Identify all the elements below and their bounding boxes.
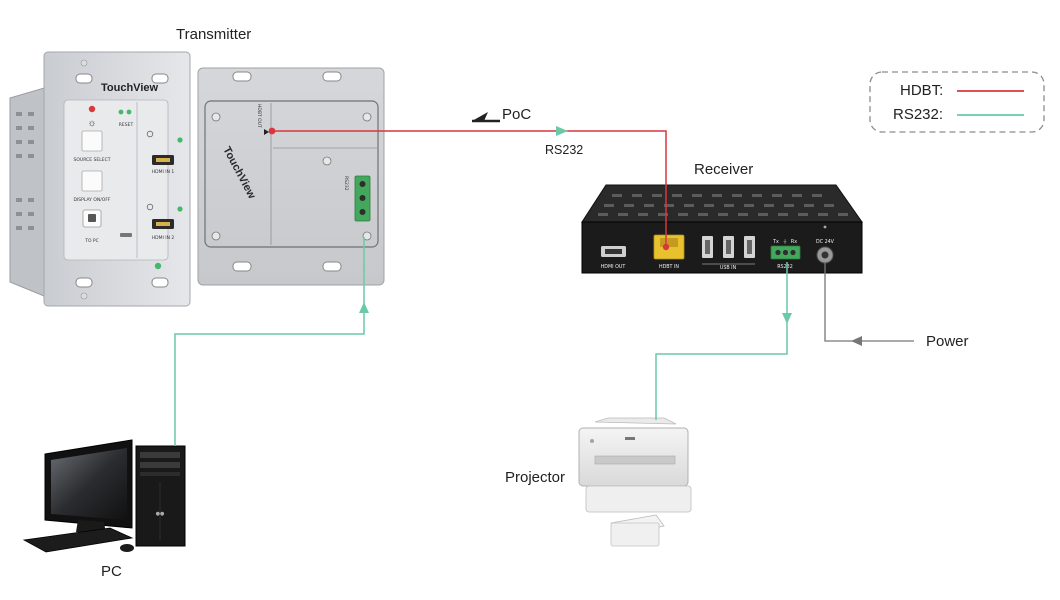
legend-hdbt-label: HDBT:	[900, 82, 944, 99]
pc-title: PC	[101, 563, 122, 580]
legend-rs232-label: RS232:	[893, 106, 944, 123]
source-select-button	[81, 130, 103, 152]
legend-box	[869, 71, 1045, 133]
hdbt-out-arrow	[264, 129, 269, 135]
transmitter-back-box: TouchView HDBT OUT RS232	[197, 67, 385, 286]
rx-hdbt-in-label: HDBT IN	[659, 264, 679, 270]
projector-title: Projector	[505, 469, 566, 486]
rx-ground-icon: ⏚	[783, 238, 788, 245]
transmitter-wallplate-side	[9, 87, 45, 297]
hdmi-in-1-label: HDMI IN 1	[152, 169, 175, 175]
rx-usb-in-label: USB IN	[720, 265, 737, 271]
projector-rs232-cable	[655, 262, 788, 420]
to-pc-label: TO PC	[84, 238, 99, 244]
hdmi-in-2-label: HDMI IN 2	[152, 235, 175, 241]
tx-rs232-label: RS232	[343, 176, 349, 191]
power-arrow	[851, 336, 862, 346]
rx-dc-label: DC 24V	[816, 239, 835, 245]
rx-rx-label: Rx	[791, 239, 797, 245]
transmitter-title: Transmitter	[176, 26, 252, 43]
pc-rs232-cable	[174, 237, 365, 446]
receiver-title: Receiver	[694, 161, 754, 178]
pc-keyboard	[22, 527, 134, 553]
poc-arrow-icon	[472, 112, 500, 123]
rx-tx-label: Tx	[772, 239, 779, 245]
display-onoff-label: DISPLAY ON/OFF	[73, 197, 110, 203]
reset-label: RESET	[119, 122, 134, 128]
source-select-label: SOURCE SELECT	[74, 157, 111, 163]
hdbt-cable	[272, 130, 667, 247]
pc-rs232-arrow	[359, 302, 369, 313]
sun-icon: ☼	[87, 118, 96, 129]
power-led	[88, 105, 96, 113]
transmitter-front-panel: TouchView ☼ SOURCE SELECT DISPLAY ON/OFF…	[43, 51, 191, 307]
svg-text:●●: ●●	[156, 511, 165, 517]
projector-device	[578, 417, 692, 547]
display-onoff-button	[81, 170, 103, 192]
pc-computer: ●●	[22, 439, 186, 553]
legend	[869, 71, 1045, 133]
hdbt-end-dot	[662, 243, 670, 251]
transmitter-device: TouchView ☼ SOURCE SELECT DISPLAY ON/OFF…	[9, 51, 385, 307]
pc-tower	[135, 445, 186, 547]
projector-rs232-arrow	[782, 313, 792, 324]
rs232-direction-arrow	[556, 126, 568, 136]
transmitter-brand-logo: TouchView	[101, 82, 158, 94]
hdbt-out-label: HDBT OUT	[256, 104, 262, 128]
power-cable	[824, 263, 914, 342]
rx-usb-in-ports	[702, 236, 755, 258]
hdbt-start-dot	[268, 127, 276, 135]
rx-hdmi-out-label: HDMI OUT	[601, 264, 626, 270]
pc-mouse	[120, 544, 134, 552]
poc-label: PoC	[502, 106, 532, 123]
receiver-device: HDMI OUT HDBT IN USB IN Tx ⏚ Rx RS232 DC…	[581, 184, 863, 274]
rx-rs232-label: RS232	[777, 264, 793, 270]
power-label: Power	[926, 333, 969, 350]
rs232-line-label: RS232	[545, 143, 584, 157]
